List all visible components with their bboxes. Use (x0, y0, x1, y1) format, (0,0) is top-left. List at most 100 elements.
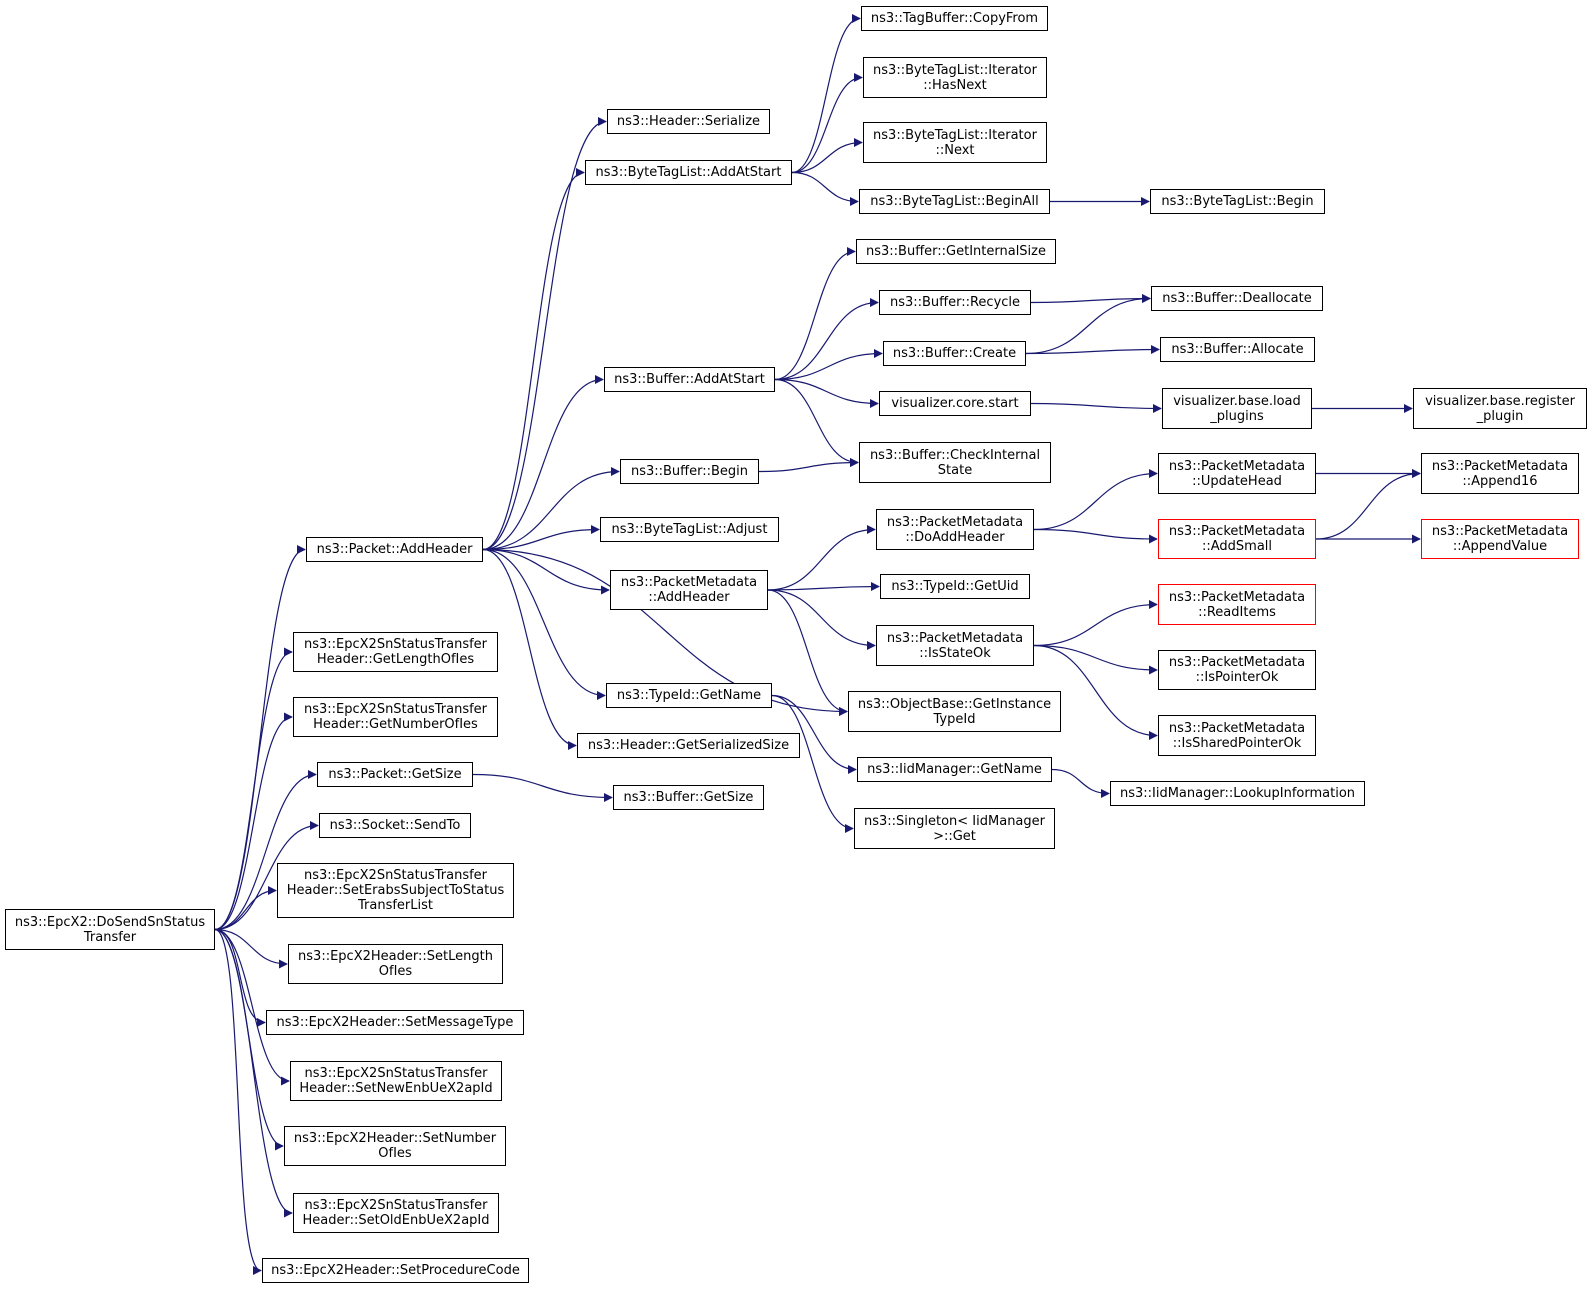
node-tagbuffer-copyfrom[interactable]: ns3::TagBuffer::CopyFrom (861, 6, 1048, 31)
node-label-line: ns3::Buffer::Recycle (889, 295, 1021, 310)
node-buffer-allocate[interactable]: ns3::Buffer::Allocate (1160, 337, 1315, 362)
node-buffer-addatstart[interactable]: ns3::Buffer::AddAtStart (604, 367, 775, 392)
node-label-line: ns3::PacketMetadata (1168, 524, 1306, 539)
call-edge (482, 375, 604, 551)
node-getnumberofies[interactable]: ns3::EpcX2SnStatusTransfer Header::GetNu… (293, 697, 498, 737)
node-label-line: Header::SetOldEnbUeX2apId (302, 1213, 490, 1228)
node-label-line: ::ReadItems (1198, 604, 1276, 620)
node-label-line: ns3::PacketMetadata (1168, 589, 1306, 605)
node-label-line: ns3::EpcX2SnStatusTransfer (304, 1066, 488, 1081)
node-label-line: State (937, 462, 973, 478)
node-visualizer-core-start[interactable]: visualizer.core.start (879, 391, 1031, 416)
call-edge (774, 378, 879, 408)
call-edge (767, 589, 876, 650)
node-packet-addheader[interactable]: ns3::Packet::AddHeader (306, 537, 483, 562)
node-buffer-getinternalsize[interactable]: ns3::Buffer::GetInternalSize (856, 239, 1056, 264)
call-edge (482, 548, 610, 595)
node-label-line: ns3::Buffer::Begin (630, 464, 749, 479)
node-label-line: ns3::ByteTagList::Iterator (873, 127, 1037, 143)
node-iidmanager-lookupinformation[interactable]: ns3::IidManager::LookupInformation (1110, 781, 1365, 806)
node-buffer-getsize[interactable]: ns3::Buffer::GetSize (613, 785, 764, 810)
node-label-line: ns3::ByteTagList::Begin (1161, 194, 1314, 209)
node-bytetaglist-begin[interactable]: ns3::ByteTagList::Begin (1150, 189, 1325, 214)
node-packetmetadata-isstateok[interactable]: ns3::PacketMetadata ::IsStateOk (876, 625, 1034, 666)
node-visualizer-base-load-plugins[interactable]: visualizer.base.load _plugins (1162, 388, 1312, 429)
node-setlengthofies[interactable]: ns3::EpcX2Header::SetLength OfIes (288, 944, 503, 984)
call-edge (1033, 644, 1158, 675)
call-edge (1315, 469, 1421, 540)
node-label-line: ns3::PacketMetadata (886, 630, 1024, 646)
call-edge (771, 694, 854, 833)
node-label-line: ns3::EpcX2Header::SetMessageType (276, 1015, 514, 1030)
node-label-line: ns3::Buffer::AddAtStart (614, 372, 765, 387)
node-label-line: ns3::Header::Serialize (616, 114, 761, 129)
call-edge (214, 928, 290, 1086)
call-edge (774, 378, 859, 467)
node-iidmanager-getname[interactable]: ns3::IidManager::GetName (857, 757, 1052, 782)
node-epcx2-dosendsnstatustransfer: ns3::EpcX2::DoSendSnStatus Transfer (5, 909, 215, 950)
node-label-line: ns3::PacketMetadata (886, 514, 1024, 530)
node-bytetaglist-adjust[interactable]: ns3::ByteTagList::Adjust (600, 517, 779, 542)
node-packetmetadata-doaddheader[interactable]: ns3::PacketMetadata ::DoAddHeader (876, 509, 1034, 550)
call-edge (482, 548, 606, 700)
call-edge (774, 247, 856, 381)
node-packet-getsize[interactable]: ns3::Packet::GetSize (317, 762, 473, 787)
node-seterabssubjecttostatustransferlist[interactable]: ns3::EpcX2SnStatusTransfer Header::SetEr… (277, 863, 514, 918)
node-visualizer-base-register-plugin[interactable]: visualizer.base.register _plugin (1413, 388, 1587, 429)
call-edge (774, 298, 879, 381)
node-getlengthofies[interactable]: ns3::EpcX2SnStatusTransfer Header::GetLe… (293, 632, 498, 672)
node-setoldenbuex2apid[interactable]: ns3::EpcX2SnStatusTransfer Header::SetOl… (293, 1193, 499, 1233)
node-label-line: OfIes (378, 964, 413, 979)
call-edge (767, 589, 848, 716)
node-label-line: _plugins (1210, 408, 1264, 424)
node-packetmetadata-append16[interactable]: ns3::PacketMetadata ::Append16 (1421, 453, 1579, 494)
node-label-line: ns3::PacketMetadata (1431, 524, 1569, 539)
node-packetmetadata-updatehead[interactable]: ns3::PacketMetadata ::UpdateHead (1158, 453, 1316, 494)
node-label-line: ::IsPointerOk (1195, 670, 1279, 685)
node-packetmetadata-addsmall[interactable]: ns3::PacketMetadata ::AddSmall (1158, 519, 1316, 559)
node-setnumberofies[interactable]: ns3::EpcX2Header::SetNumber OfIes (284, 1126, 506, 1166)
node-buffer-begin[interactable]: ns3::Buffer::Begin (620, 459, 759, 484)
node-bytetaglist-beginall[interactable]: ns3::ByteTagList::BeginAll (859, 189, 1050, 214)
node-label-line: ns3::ObjectBase::GetInstance (857, 696, 1052, 712)
node-buffer-create[interactable]: ns3::Buffer::Create (883, 341, 1026, 366)
node-objectbase-getinstancetypeid[interactable]: ns3::ObjectBase::GetInstance TypeId (848, 691, 1061, 732)
node-label-line: ns3::Socket::SendTo (329, 818, 461, 833)
node-packetmetadata-readitems[interactable]: ns3::PacketMetadata ::ReadItems (1158, 584, 1316, 625)
node-setnewenbuex2apid[interactable]: ns3::EpcX2SnStatusTransfer Header::SetNe… (290, 1061, 502, 1101)
call-edge (1033, 600, 1158, 647)
node-label-line: ns3::PacketMetadata (620, 575, 758, 590)
node-label-line: visualizer.base.register (1425, 393, 1575, 409)
node-label-line: ns3::EpcX2SnStatusTransfer (303, 868, 488, 883)
node-label-line: ::Append16 (1462, 473, 1538, 489)
node-label-line: ::IsStateOk (919, 645, 991, 661)
node-buffer-recycle[interactable]: ns3::Buffer::Recycle (879, 290, 1031, 315)
node-socket-sendto[interactable]: ns3::Socket::SendTo (319, 813, 471, 838)
node-bytetaglist-addatstart[interactable]: ns3::ByteTagList::AddAtStart (585, 160, 792, 185)
node-label-line: ns3::PacketMetadata (1168, 458, 1306, 474)
call-edge (214, 928, 288, 969)
node-packetmetadata-addheader[interactable]: ns3::PacketMetadata ::AddHeader (610, 570, 768, 610)
node-typeid-getuid[interactable]: ns3::TypeId::GetUid (880, 574, 1030, 599)
node-header-serialize[interactable]: ns3::Header::Serialize (607, 109, 770, 134)
call-edge (482, 168, 585, 551)
call-edge (767, 582, 880, 592)
node-bytetaglist-iterator-next[interactable]: ns3::ByteTagList::Iterator ::Next (863, 122, 1047, 163)
node-setprocedurecode[interactable]: ns3::EpcX2Header::SetProcedureCode (262, 1258, 529, 1283)
node-bytetaglist-iterator-hasnext[interactable]: ns3::ByteTagList::Iterator ::HasNext (863, 57, 1047, 98)
node-setmessagetype[interactable]: ns3::EpcX2Header::SetMessageType (266, 1010, 524, 1035)
node-packetmetadata-appendvalue[interactable]: ns3::PacketMetadata ::AppendValue (1421, 519, 1579, 559)
call-edge (214, 770, 317, 931)
node-label-line: ns3::PacketMetadata (1431, 458, 1569, 474)
node-header-getserializedsize[interactable]: ns3::Header::GetSerializedSize (577, 733, 800, 758)
node-packetmetadata-ispointerok[interactable]: ns3::PacketMetadata ::IsPointerOk (1158, 650, 1316, 690)
node-packetmetadata-issharedpointerok[interactable]: ns3::PacketMetadata ::IsSharedPointerOk (1158, 715, 1316, 756)
call-edge (214, 647, 293, 931)
node-typeid-getname[interactable]: ns3::TypeId::GetName (606, 683, 772, 708)
node-buffer-checkinternalstate[interactable]: ns3::Buffer::CheckInternal State (859, 442, 1051, 483)
node-buffer-deallocate[interactable]: ns3::Buffer::Deallocate (1151, 286, 1323, 311)
node-label-line: ns3::Packet::AddHeader (316, 542, 473, 557)
node-singleton-iidmanager-get[interactable]: ns3::Singleton< IidManager >::Get (854, 808, 1055, 849)
call-edge (1025, 345, 1160, 355)
